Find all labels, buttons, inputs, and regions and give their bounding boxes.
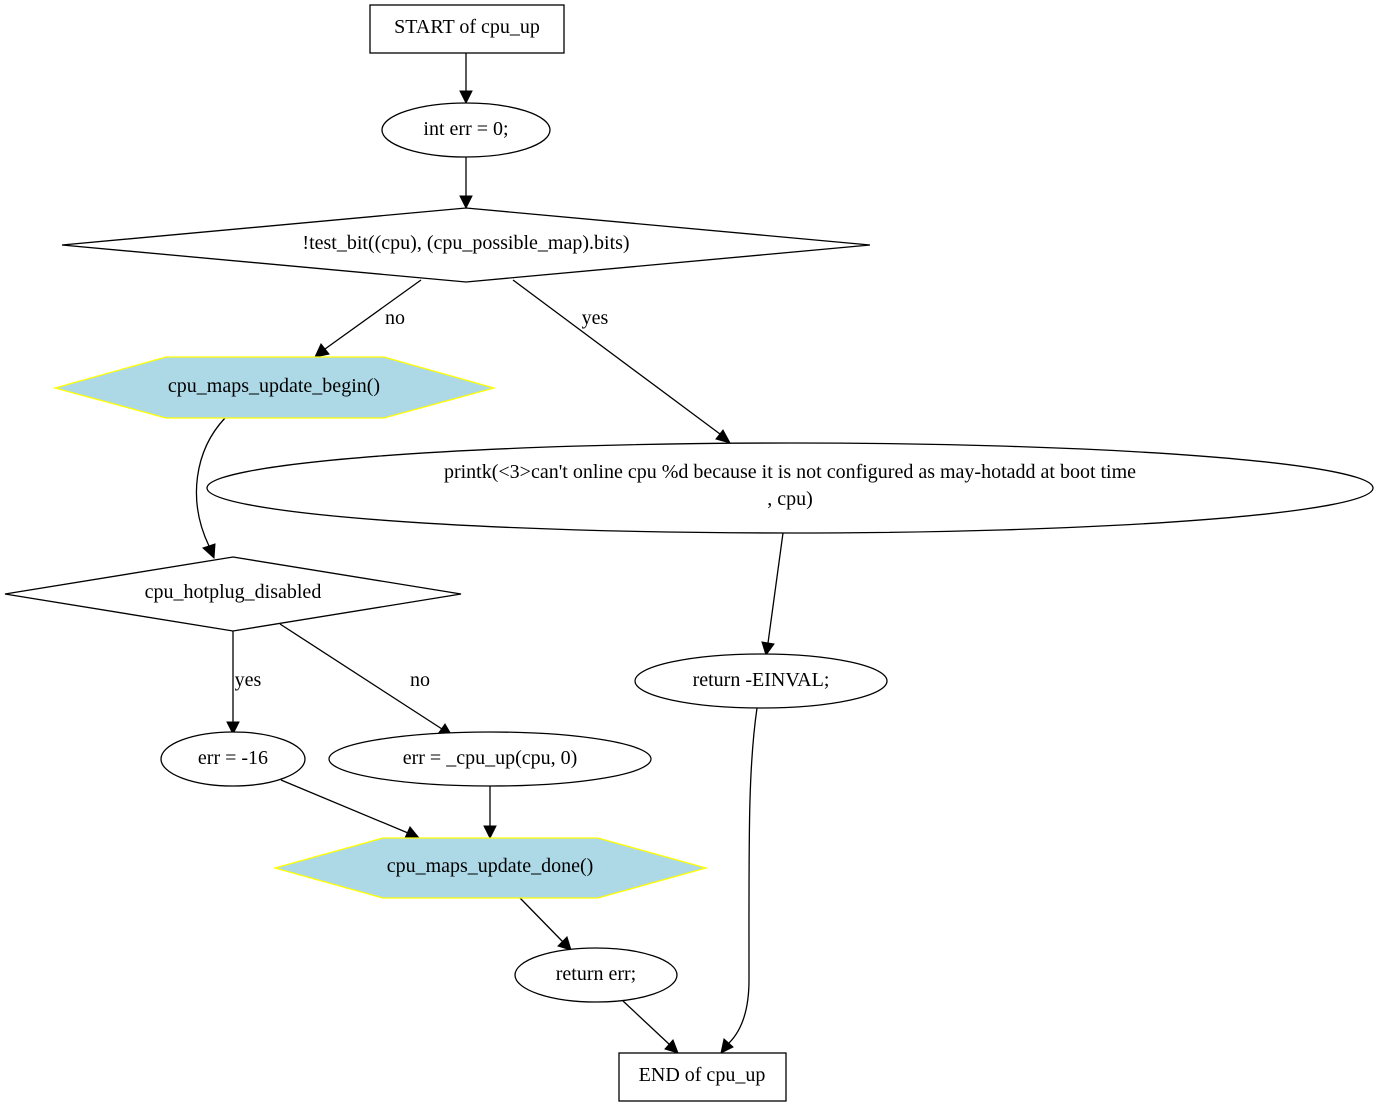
edge-cond1-yes: [512, 279, 721, 435]
node-maps-begin-label: cpu_maps_update_begin(): [168, 375, 380, 397]
node-end-box: [618, 1052, 787, 1102]
node-printk-label-line1: printk(<3>can't online cpu %d because it…: [444, 461, 1136, 483]
node-err-cpu-up-label: err = _cpu_up(cpu, 0): [403, 747, 578, 769]
node-maps-begin-hexagon: [52, 356, 497, 419]
arrowhead: [715, 429, 732, 444]
edge-einval-end: [728, 707, 758, 1044]
edge-cond1-no: [324, 279, 422, 350]
arrowhead: [459, 90, 473, 105]
node-printk-label-line2: , cpu): [767, 488, 813, 510]
arrowhead: [557, 936, 572, 951]
node-cond2-label: cpu_hotplug_disabled: [145, 581, 322, 603]
node-return-err-shape: [514, 947, 678, 1003]
node-init-shape: [381, 102, 551, 158]
node-return-einval-label: return -EINVAL;: [693, 669, 830, 691]
node-err16-shape: [160, 731, 306, 787]
edge-err16-done: [280, 779, 409, 834]
edge-label-cond1-yes: yes: [582, 307, 609, 329]
arrowhead: [483, 825, 497, 840]
node-start: START of cpu_up: [369, 4, 565, 54]
arrowhead: [404, 826, 421, 839]
arrowhead: [459, 195, 473, 210]
node-printk-shape: [206, 442, 1374, 534]
edge-label-cond2-yes: yes: [235, 669, 262, 691]
node-return-einval-shape: [634, 653, 888, 709]
arrowhead: [202, 543, 216, 560]
node-init: int err = 0;: [381, 102, 551, 158]
edges: [195, 53, 784, 1054]
node-cond1-label: !test_bit((cpu), (cpu_possible_map).bits…: [302, 232, 629, 254]
edge-labels: no yes yes no: [235, 307, 609, 691]
edge-returnerr-end: [622, 1000, 671, 1046]
node-maps-done-label: cpu_maps_update_done(): [387, 855, 594, 877]
node-err16-label: err = -16: [198, 747, 268, 769]
node-err-cpu-up-shape: [328, 731, 652, 787]
arrowhead: [761, 641, 775, 657]
edge-cond2-no: [279, 623, 443, 730]
arrowhead: [664, 1039, 679, 1054]
node-start-label: START of cpu_up: [394, 16, 540, 38]
edge-label-cond1-no: no: [385, 307, 405, 329]
node-cond2: cpu_hotplug_disabled: [4, 556, 462, 632]
node-return-einval: return -EINVAL;: [634, 653, 888, 709]
node-err16: err = -16: [160, 731, 306, 787]
node-end: END of cpu_up: [618, 1052, 787, 1102]
node-maps-begin: cpu_maps_update_begin(): [52, 356, 497, 419]
node-printk: printk(<3>can't online cpu %d because it…: [206, 442, 1374, 534]
edge-label-cond2-no: no: [410, 669, 430, 691]
edge-mapsbegin-cond2: [195, 417, 226, 547]
edge-printk-einval: [767, 532, 784, 644]
node-maps-done: cpu_maps_update_done(): [272, 837, 709, 899]
edge-done-returnerr: [519, 897, 564, 943]
arrowhead: [720, 1038, 734, 1054]
node-init-label: int err = 0;: [423, 118, 508, 140]
node-start-box: [369, 4, 565, 54]
node-err-cpu-up: err = _cpu_up(cpu, 0): [328, 731, 652, 787]
node-return-err: return err;: [514, 947, 678, 1003]
arrowhead: [314, 343, 330, 358]
node-return-err-label: return err;: [556, 963, 637, 985]
node-cond1: !test_bit((cpu), (cpu_possible_map).bits…: [61, 207, 871, 283]
node-maps-done-hexagon: [272, 837, 709, 899]
node-cond1-diamond: [61, 207, 871, 283]
node-cond2-diamond: [4, 556, 462, 632]
arrowhead: [226, 721, 240, 736]
node-end-label: END of cpu_up: [639, 1064, 766, 1086]
